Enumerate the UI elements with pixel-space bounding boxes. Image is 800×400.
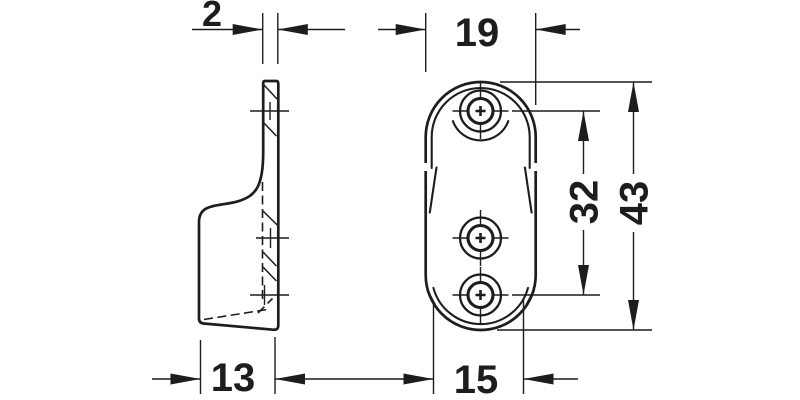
front-view — [422, 80, 539, 332]
side-view-lance-marks — [262, 84, 278, 282]
dim-43-extension-lines — [497, 81, 652, 331]
dim-19-extension-lines — [425, 13, 537, 105]
front-view-outer-outline — [424, 80, 538, 332]
dim-43-arrowhead-top — [628, 82, 639, 112]
dim-2-arrowhead-left — [232, 24, 263, 35]
dim-2-label: 2 — [202, 0, 222, 34]
dim-front-width: 19 — [378, 11, 580, 105]
dim-15-label: 15 — [454, 358, 499, 400]
dim-hole-spacing: 32 — [512, 110, 607, 296]
dim-overall-height: 43 — [497, 81, 657, 331]
dim-32-label-mask — [567, 174, 600, 230]
side-view-hidden-edges — [203, 182, 274, 321]
hole-bottom — [452, 267, 509, 323]
dim-32-extension-lines — [512, 110, 600, 296]
dim-32-arrowhead-bottom — [578, 265, 589, 295]
dim-bottom-width: 15 — [403, 300, 578, 400]
dim-2-arrowhead-right — [277, 24, 308, 35]
hole-bottom-centermark — [452, 267, 509, 323]
hole-middle-centermark — [452, 210, 509, 266]
edge-gap — [532, 163, 539, 171]
dim-15-arrowhead-right — [523, 373, 554, 385]
side-view-outline — [197, 79, 280, 332]
dim-13-label: 13 — [211, 356, 256, 400]
hole-middle — [452, 210, 509, 266]
hole-top — [452, 83, 509, 139]
hole-top-centermark — [452, 83, 509, 139]
dim-32-label: 32 — [563, 180, 607, 225]
front-view-spring-tongues — [426, 166, 535, 306]
dim-19-arrowhead-right — [535, 24, 566, 35]
dim-32-arrowhead-top — [578, 111, 589, 141]
side-view-hole-centerlines — [250, 102, 289, 305]
dim-13-extension-lines — [199, 337, 276, 394]
dim-15-arrowhead-left — [403, 373, 434, 385]
dim-side-depth: 13 — [152, 337, 434, 400]
hole-bottom-center-cross — [475, 290, 486, 300]
hole-top-center-cross — [475, 106, 486, 116]
dim-plate-thickness: 2 — [192, 0, 345, 64]
hole-middle-center-cross — [475, 233, 486, 243]
edge-gap — [422, 163, 429, 171]
dim-13-arrowhead-left — [170, 373, 201, 385]
dim-43-label: 43 — [613, 181, 657, 226]
dim-43-arrowhead-bottom — [628, 300, 639, 330]
dim-13-arrowhead-right — [275, 373, 305, 385]
dim-43-label-mask — [617, 174, 650, 232]
side-view — [197, 79, 289, 332]
dim-2-extension-lines — [262, 13, 279, 64]
dim-19-label: 19 — [455, 11, 500, 55]
dim-19-arrowhead-left — [395, 24, 426, 35]
